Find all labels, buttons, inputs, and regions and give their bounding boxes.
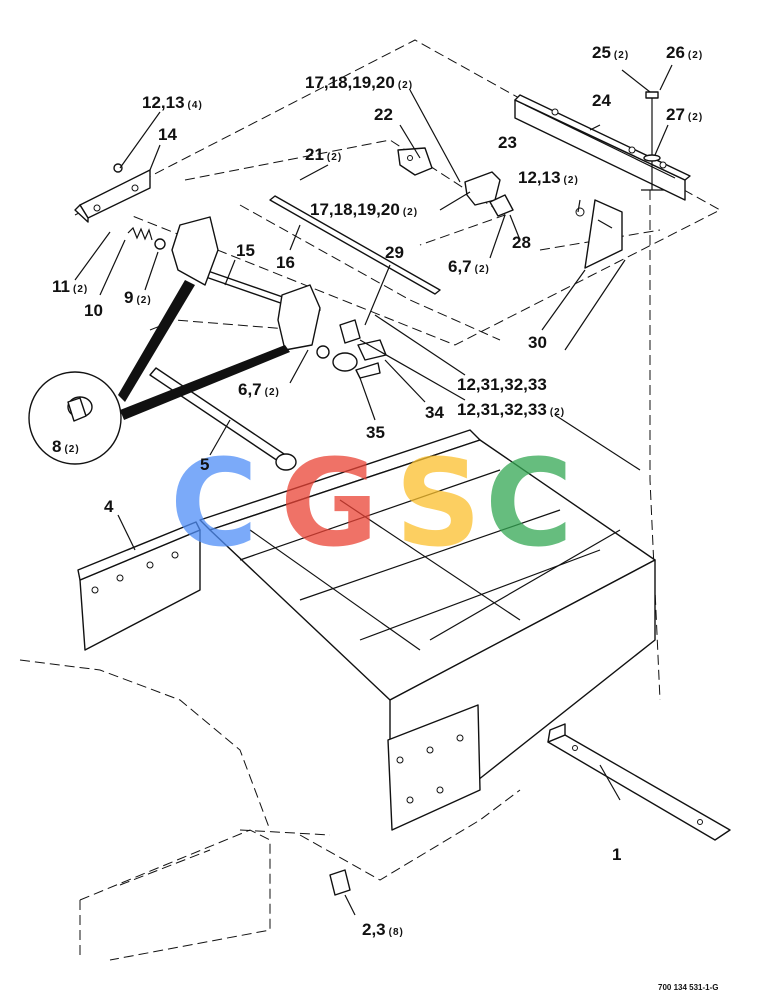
- part-23-clamp: [464, 171, 514, 217]
- callout-11: 11(2): [52, 277, 88, 296]
- callout-16: 16: [276, 253, 295, 272]
- figure-number: 700 134 531-1-G: [658, 983, 719, 992]
- part-25-26-27-fasteners: [641, 91, 664, 191]
- callout-12-31-33-lower: 12,31,32,33(2): [457, 400, 565, 419]
- detail-8-circle: [28, 280, 290, 465]
- part-16-rod: [269, 195, 441, 295]
- callout-12-31-33-upper: 12,31,32,33: [457, 375, 547, 394]
- callout-15: 15: [236, 241, 255, 260]
- part-14-bracket: [74, 169, 151, 223]
- watermark-letter-s: S: [395, 435, 481, 574]
- callout-29: 29: [385, 243, 404, 262]
- callout-24: 24: [592, 91, 611, 110]
- callout-34: 34: [425, 403, 444, 422]
- part-1-angle: [547, 723, 731, 841]
- bolt-12-13-left: [113, 163, 123, 173]
- callout-17-20-mid: 17,18,19,20(2): [310, 200, 418, 219]
- callout-30: 30: [528, 333, 547, 352]
- callout-27: 27(2): [666, 105, 703, 124]
- part-30-plate: [575, 199, 623, 269]
- watermark-letter-g: G: [280, 435, 379, 574]
- watermark-letter-c2: C: [485, 435, 573, 574]
- right-shield: [277, 284, 321, 351]
- left-shield: [171, 216, 219, 286]
- lower-mount-dashed: [79, 829, 271, 961]
- part-29-34-35-assembly: [316, 319, 387, 379]
- callout-8: 8(2): [52, 437, 80, 456]
- callouts: 1 2,3(8) 4 5 6,7(2) 6,7(2) 8(2) 9(2) 10 …: [52, 43, 703, 939]
- callout-21: 21(2): [305, 145, 342, 164]
- part-2-3-bolt: [329, 869, 351, 896]
- leader-lines: [74, 64, 673, 916]
- callout-35: 35: [366, 423, 385, 442]
- callout-9: 9(2): [124, 288, 152, 307]
- part-4-frame: [77, 429, 656, 831]
- callout-12-13-right: 12,13(2): [518, 168, 579, 187]
- callout-25: 25(2): [592, 43, 629, 62]
- callout-10: 10: [84, 301, 103, 320]
- callout-22: 22: [374, 105, 393, 124]
- callout-4: 4: [104, 497, 114, 516]
- callout-1: 1: [612, 845, 621, 864]
- part-22-bracket: [397, 147, 433, 176]
- callout-23: 23: [498, 133, 517, 152]
- callout-5: 5: [200, 455, 209, 474]
- callout-28: 28: [512, 233, 531, 252]
- callout-17-20-top: 17,18,19,20(2): [305, 73, 413, 92]
- watermark: C G S C: [170, 435, 573, 574]
- callout-6-7-lower: 6,7(2): [238, 380, 280, 399]
- watermark-letter-c1: C: [170, 435, 258, 574]
- callout-2-3: 2,3(8): [362, 920, 404, 939]
- callout-26: 26(2): [666, 43, 703, 62]
- part-10-spring: [127, 226, 166, 250]
- callout-6-7-upper: 6,7(2): [448, 257, 490, 276]
- callout-14: 14: [158, 125, 177, 144]
- callout-12-13-left: 12,13(4): [142, 93, 203, 112]
